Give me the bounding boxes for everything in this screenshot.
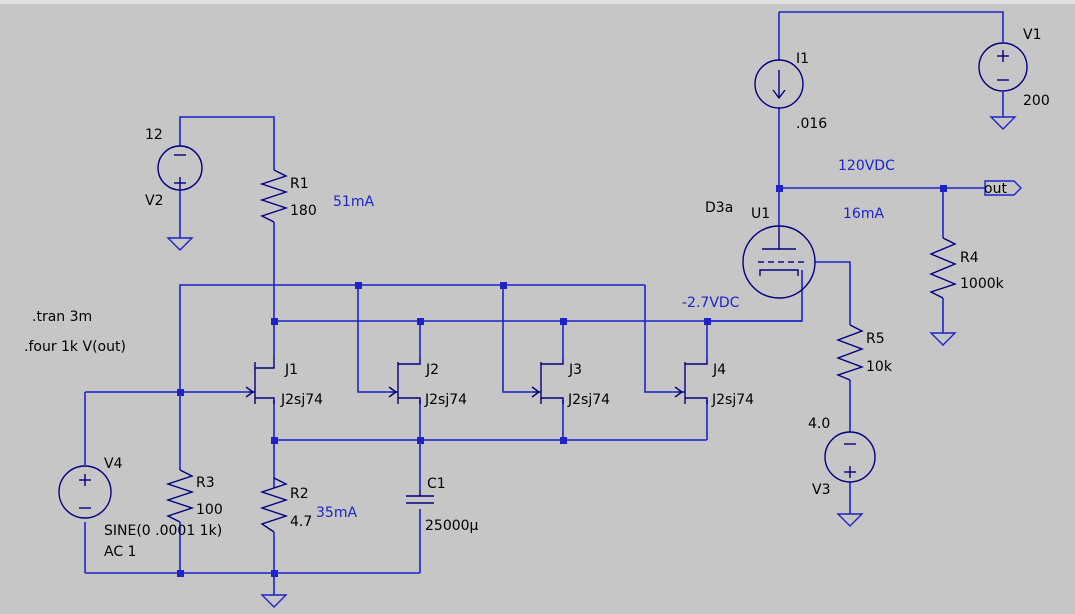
jfet-j1 (245, 358, 275, 404)
v3-name: V3 (812, 482, 830, 498)
j2-model: J2sj74 (424, 392, 467, 408)
r3-name: R3 (196, 475, 215, 491)
r4-name: R4 (960, 250, 979, 266)
r5-name: R5 (866, 331, 885, 347)
v1-name: V1 (1023, 27, 1041, 43)
c1-value: 25000µ (425, 518, 479, 534)
annotation-plate-voltage: 120VDC (838, 158, 895, 174)
v4-value: SINE(0 .0001 1k) (104, 523, 222, 539)
v2-value: 12 (145, 127, 163, 143)
annotation-tube-current: 16mA (843, 206, 884, 222)
annotation-r2-current: 35mA (316, 505, 357, 521)
u1-name: U1 (751, 206, 770, 222)
j4-name: J4 (712, 362, 726, 378)
resistor-r5 (836, 324, 865, 381)
resistor-r2 (259, 477, 289, 533)
v3-value: 4.0 (808, 416, 830, 432)
output-label: out (984, 181, 1007, 197)
v4-name: V4 (104, 456, 123, 472)
resistor-r4 (929, 237, 957, 299)
junctions (177, 185, 947, 577)
capacitor-c1 (406, 490, 434, 504)
voltage-source-v1 (978, 42, 1028, 92)
r5-value: 10k (866, 359, 893, 375)
i1-name: I1 (796, 51, 809, 67)
voltage-source-v3 (824, 431, 876, 483)
j4-model: J2sj74 (711, 392, 754, 408)
triode-tube-u1 (742, 225, 816, 299)
r2-name: R2 (290, 486, 309, 502)
jfet-j3 (531, 358, 564, 404)
j1-name: J1 (284, 362, 298, 378)
ground-symbol (260, 594, 288, 608)
r2-value: 4.7 (290, 514, 312, 530)
annotation-grid-voltage: -2.7VDC (682, 295, 740, 311)
i1-value: .016 (796, 116, 827, 132)
r1-name: R1 (290, 176, 309, 192)
ground-symbol (166, 237, 194, 251)
j1-model: J2sj74 (280, 392, 323, 408)
r3-value: 100 (196, 502, 223, 518)
r4-value: 1000k (960, 276, 1005, 292)
ground-symbol (929, 332, 957, 346)
voltage-source-v2 (157, 145, 203, 191)
jfet-j2 (388, 358, 421, 404)
j3-name: J3 (568, 362, 582, 378)
jfet-j4 (674, 358, 708, 404)
directive-four: .four 1k V(out) (24, 339, 126, 355)
directive-tran: .tran 3m (32, 309, 92, 325)
v2-name: V2 (145, 193, 163, 209)
ground-symbol (836, 513, 864, 527)
r1-value: 180 (290, 203, 317, 219)
annotation-r1-current: 51mA (333, 194, 374, 210)
v1-value: 200 (1023, 93, 1050, 109)
j3-model: J2sj74 (567, 392, 610, 408)
j2-name: J2 (425, 362, 439, 378)
resistor-r1 (259, 169, 289, 223)
u1-model: D3a (705, 200, 733, 216)
c1-name: C1 (427, 476, 446, 492)
voltage-source-v4 (58, 465, 112, 519)
wires (84, 11, 1004, 595)
v4-ac: AC 1 (104, 544, 136, 560)
labels: .tran 3m .four 1k V(out) 12 V2 V1 200 I1… (24, 27, 1050, 560)
output-port (984, 180, 1022, 196)
current-source-i1 (754, 59, 804, 109)
resistor-r3 (165, 469, 195, 523)
ground-symbol (989, 116, 1017, 130)
